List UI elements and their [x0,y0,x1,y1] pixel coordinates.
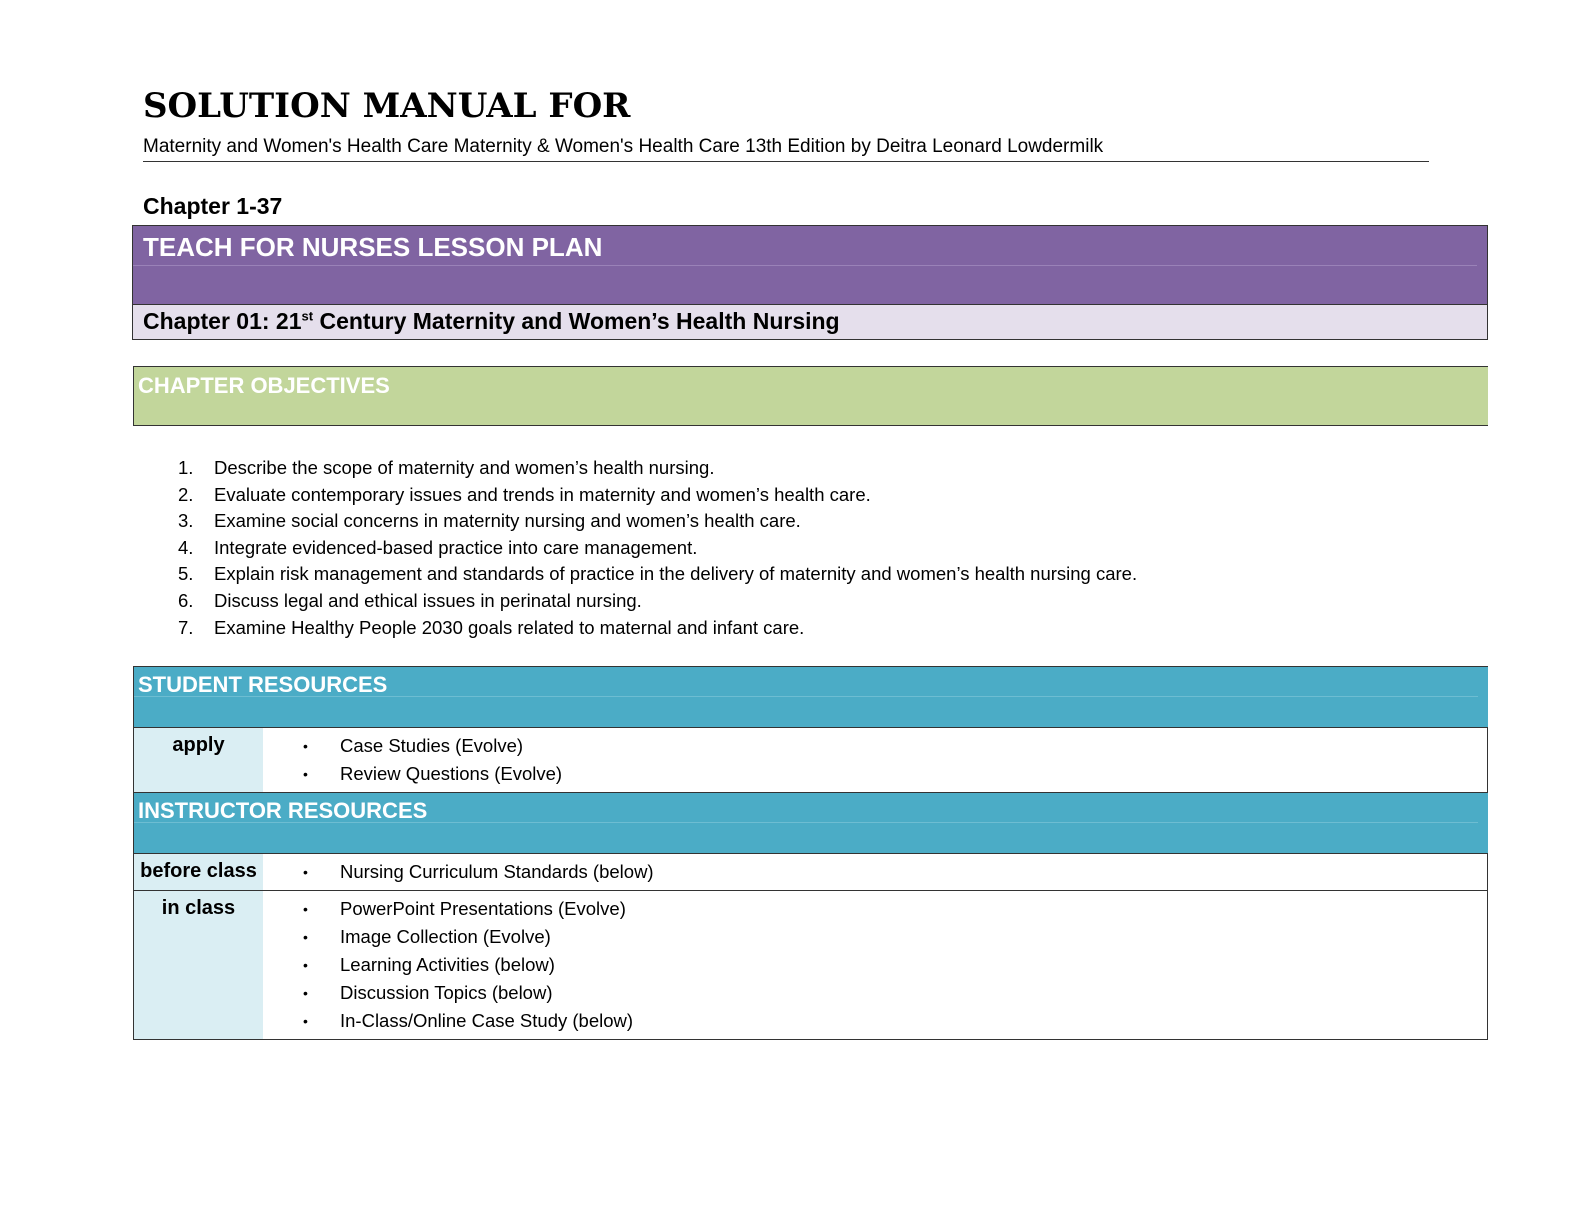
item-number: 3. [178,510,194,532]
lesson-plan-band: TEACH FOR NURSES LESSON PLAN [133,226,1487,304]
item-text: Evaluate contemporary issues and trends … [214,483,871,505]
chapter-title-sup: st [301,308,314,324]
list-item: • Nursing Curriculum Standards (below) [303,858,1487,886]
student-resources-heading: STUDENT RESOURCES [138,672,388,697]
list-item: • Case Studies (Evolve) [303,732,1487,760]
bullet-icon: • [303,738,308,754]
bullet-icon: • [303,864,308,880]
item-text: Explain risk management and standards of… [214,563,1138,585]
item-number: 5. [178,563,194,585]
chapter-title: Chapter 01: 21st Century Maternity and W… [143,308,840,335]
student-resources-band: STUDENT RESOURCES [134,667,1488,727]
band-divider [134,696,1478,697]
item-text: Examine social concerns in maternity nur… [214,510,801,532]
list-item: • Review Questions (Evolve) [303,760,1487,788]
resource-list: • Case Studies (Evolve) • Review Questions… [263,728,1487,792]
lesson-plan-heading: TEACH FOR NURSES LESSON PLAN [143,232,603,262]
instructor-resources-heading: INSTRUCTOR RESOURCES [138,798,428,823]
document-title: SOLUTION MANUAL FOR [143,86,631,126]
item-number: 2. [178,483,194,505]
row-label: apply [134,728,263,792]
objectives-list: 1. Describe the scope of maternity and wo… [178,455,1137,641]
objectives-band: CHAPTER OBJECTIVES [133,366,1488,426]
chapter-title-row: Chapter 01: 21st Century Maternity and W… [133,304,1487,339]
list-item: 5. Explain risk management and standards … [178,561,1137,588]
instructor-resources-band: INSTRUCTOR RESOURCES [134,792,1488,853]
lesson-plan-header: TEACH FOR NURSES LESSON PLAN Chapter 01:… [132,225,1488,340]
band-divider [134,822,1478,823]
list-item: 1. Describe the scope of maternity and wo… [178,455,1137,482]
table-row-in-class: in class • PowerPoint Presentations (Evol… [134,890,1488,1039]
bullet-icon: • [303,766,308,782]
list-item: 2. Evaluate contemporary issues and trend… [178,482,1137,509]
item-text: Nursing Curriculum Standards (below) [340,861,654,882]
item-number: 4. [178,536,194,558]
book-subtitle: Maternity and Women's Health Care Matern… [143,135,1429,162]
row-label: in class [134,891,263,1039]
resource-list: • PowerPoint Presentations (Evolve) • Imag… [263,891,1487,1039]
chapter-range: Chapter 1-37 [143,193,283,219]
chapter-title-suffix: Century Maternity and Women’s Health Nur… [313,308,840,334]
bullet-icon: • [303,1013,308,1029]
list-item: 3. Examine social concerns in maternity n… [178,508,1137,535]
item-text: Integrate evidenced-based practice into … [214,536,698,558]
item-number: 6. [178,589,194,611]
objectives-heading: CHAPTER OBJECTIVES [138,373,390,398]
item-text: Image Collection (Evolve) [340,926,551,947]
item-text: Describe the scope of maternity and wome… [214,457,715,478]
list-item: • PowerPoint Presentations (Evolve) [303,895,1487,923]
list-item: 6. Discuss legal and ethical issues in pe… [178,588,1137,615]
resource-list: • Nursing Curriculum Standards (below) [263,854,1487,890]
table-row-apply: apply • Case Studies (Evolve) • Review Que… [134,727,1488,792]
item-number: 7. [178,616,194,638]
bullet-icon: • [303,929,308,945]
item-text: Examine Healthy People 2030 goals relate… [214,616,805,638]
item-text: Discussion Topics (below) [340,982,553,1003]
item-number: 1. [178,457,194,478]
bullet-icon: • [303,957,308,973]
item-text: PowerPoint Presentations (Evolve) [340,898,626,919]
item-text: Learning Activities (below) [340,954,555,975]
chapter-title-prefix: Chapter 01: 21 [143,308,302,334]
bullet-icon: • [303,901,308,917]
list-item: • Image Collection (Evolve) [303,923,1487,951]
item-text: In-Class/Online Case Study (below) [340,1010,634,1031]
bullet-icon: • [303,985,308,1001]
band-divider [133,265,1477,266]
table-row-before-class: before class • Nursing Curriculum Standar… [134,853,1488,890]
resources-table: STUDENT RESOURCES apply • Case Studies (E… [133,666,1488,1040]
list-item: • Discussion Topics (below) [303,979,1487,1007]
list-item: 7. Examine Healthy People 2030 goals rela… [178,615,1137,642]
item-text: Review Questions (Evolve) [340,763,563,784]
list-item: • Learning Activities (below) [303,951,1487,979]
list-item: 4. Integrate evidenced-based practice int… [178,535,1137,562]
item-text: Discuss legal and ethical issues in peri… [214,589,642,611]
item-text: Case Studies (Evolve) [340,735,524,756]
row-label: before class [134,854,263,890]
list-item: • In-Class/Online Case Study (below) [303,1007,1487,1035]
